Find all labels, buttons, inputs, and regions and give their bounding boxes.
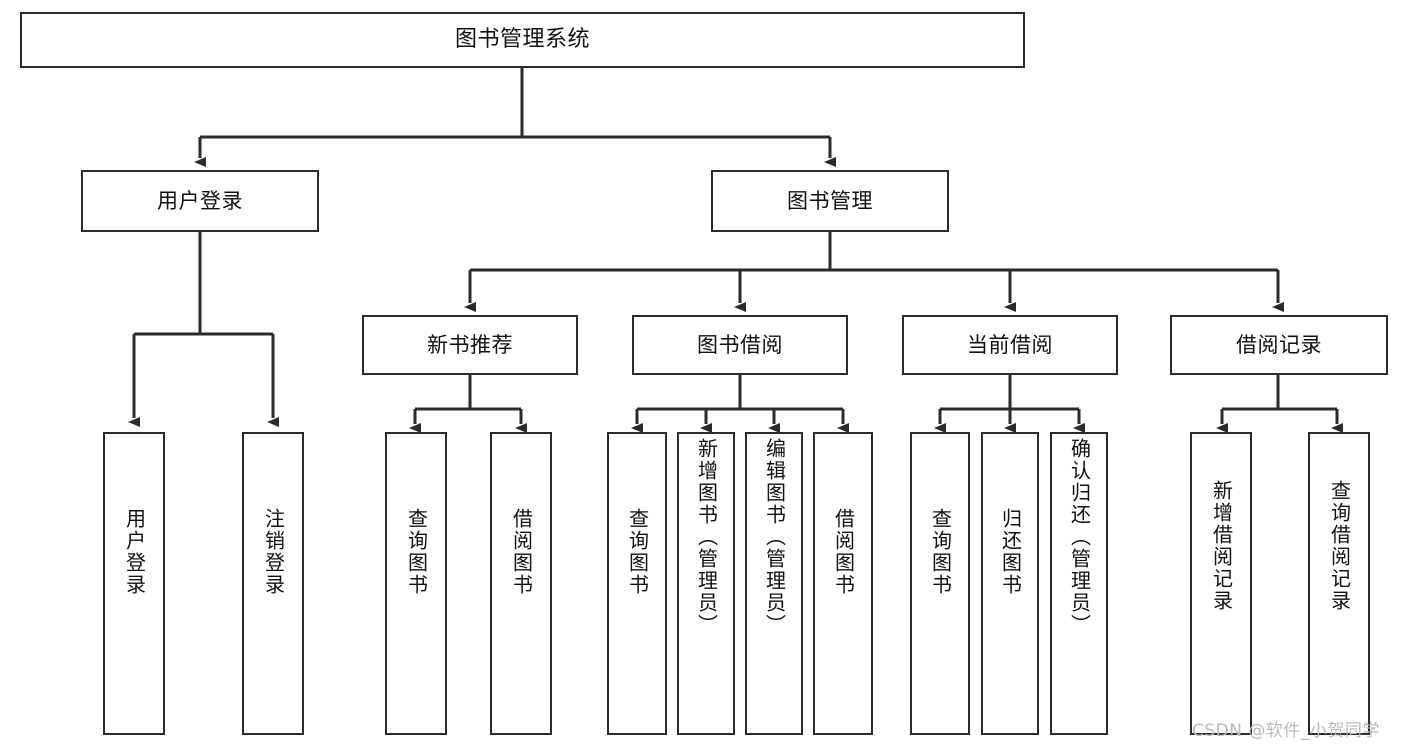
node-new-book-recommend-label: 新书推荐 (427, 332, 513, 357)
leaf-borrow-borrow-book[interactable]: 借阅图书 (813, 432, 873, 735)
node-current-borrow-label: 当前借阅 (967, 332, 1053, 357)
node-user-login-label: 用户登录 (157, 188, 243, 213)
leaf-borrow-query-book-label: 查询图书 (625, 508, 650, 596)
watermark: CSDN @软件_小贺同学 (1192, 721, 1380, 741)
leaf-current-query-book-label: 查询图书 (928, 508, 953, 596)
leaf-records-query-record[interactable]: 查询借阅记录 (1308, 432, 1370, 735)
node-borrow-records-label: 借阅记录 (1236, 332, 1322, 357)
node-root[interactable]: 图书管理系统 (20, 12, 1025, 68)
leaf-current-confirm-return-label: 确认归还（管理员） (1067, 438, 1092, 636)
leaf-current-return-book[interactable]: 归还图书 (981, 432, 1039, 735)
leaf-logout[interactable]: 注销登录 (242, 432, 304, 735)
leaf-borrow-borrow-book-label: 借阅图书 (831, 508, 856, 596)
leaf-newbook-borrow-book[interactable]: 借阅图书 (490, 432, 552, 735)
leaf-logout-label: 注销登录 (261, 508, 286, 596)
leaf-current-return-book-label: 归还图书 (998, 508, 1023, 596)
leaf-borrow-query-book[interactable]: 查询图书 (607, 432, 667, 735)
leaf-records-query-record-label: 查询借阅记录 (1327, 480, 1352, 612)
leaf-user-login-label: 用户登录 (122, 508, 147, 596)
leaf-newbook-borrow-book-label: 借阅图书 (509, 508, 534, 596)
leaf-borrow-add-book[interactable]: 新增图书（管理员） (677, 432, 735, 735)
leaf-current-query-book[interactable]: 查询图书 (910, 432, 970, 735)
leaf-records-add-record[interactable]: 新增借阅记录 (1190, 432, 1252, 735)
leaf-user-login[interactable]: 用户登录 (103, 432, 165, 735)
leaf-borrow-edit-book[interactable]: 编辑图书（管理员） (745, 432, 803, 735)
leaf-borrow-add-book-label: 新增图书（管理员） (694, 438, 719, 636)
node-borrow-records[interactable]: 借阅记录 (1170, 315, 1388, 375)
leaf-current-confirm-return[interactable]: 确认归还（管理员） (1050, 432, 1108, 735)
leaf-records-add-record-label: 新增借阅记录 (1209, 480, 1234, 612)
node-book-management-label: 图书管理 (787, 188, 873, 213)
node-book-borrow-label: 图书借阅 (697, 332, 783, 357)
leaf-newbook-query-book[interactable]: 查询图书 (385, 432, 447, 735)
node-current-borrow[interactable]: 当前借阅 (902, 315, 1118, 375)
node-user-login[interactable]: 用户登录 (81, 170, 319, 232)
leaf-borrow-edit-book-label: 编辑图书（管理员） (762, 438, 787, 636)
node-book-management[interactable]: 图书管理 (711, 170, 949, 232)
node-book-borrow[interactable]: 图书借阅 (632, 315, 848, 375)
node-root-label: 图书管理系统 (454, 27, 590, 53)
node-new-book-recommend[interactable]: 新书推荐 (362, 315, 578, 375)
leaf-newbook-query-book-label: 查询图书 (404, 508, 429, 596)
